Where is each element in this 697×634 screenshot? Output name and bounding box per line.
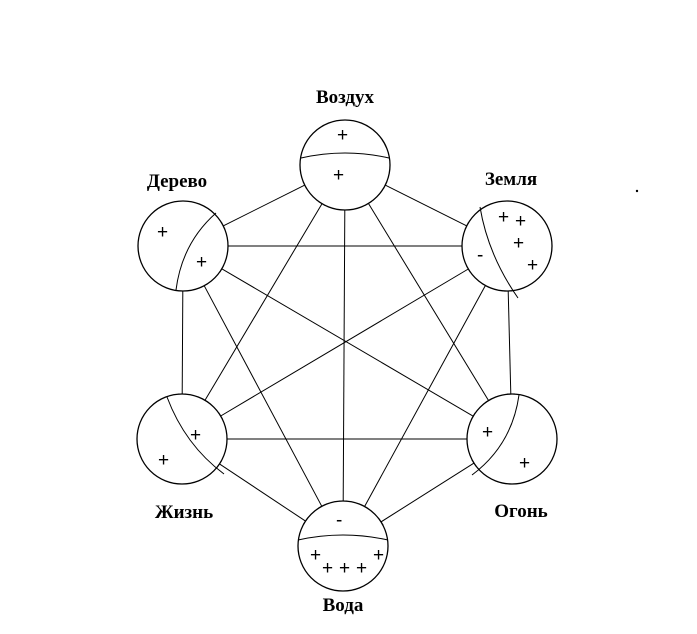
- edge-water-wood: [203, 285, 323, 507]
- earth-mark-5: +: [527, 255, 538, 276]
- node-wood: + + Дерево: [137, 171, 229, 292]
- water-circle: [297, 500, 389, 592]
- water-divider: [297, 534, 389, 541]
- edge-air-water: [342, 209, 346, 502]
- edge-wood-fire: [221, 268, 474, 417]
- edge-fire-water: [380, 462, 475, 523]
- life-circle: [136, 393, 228, 485]
- edge-life-wood: [181, 290, 184, 395]
- water-mark-2: +: [310, 545, 321, 566]
- wood-mark-2: +: [196, 252, 207, 273]
- fire-mark-1: +: [482, 422, 493, 443]
- air-circle: [299, 119, 391, 211]
- node-air: + + Воздух: [299, 87, 391, 211]
- water-mark-1: -: [336, 510, 342, 531]
- life-mark-1: +: [190, 425, 201, 446]
- earth-circle: [461, 200, 553, 292]
- earth-mark-3: +: [515, 211, 526, 232]
- edge-earth-fire: [507, 290, 512, 395]
- water-mark-4: +: [339, 558, 350, 579]
- earth-mark-1: -: [477, 245, 483, 266]
- air-label: Воздух: [316, 87, 375, 108]
- edge-air-earth: [384, 184, 468, 227]
- water-mark-6: +: [373, 545, 384, 566]
- air-mark-1: +: [337, 125, 348, 146]
- fire-divider: [471, 394, 520, 476]
- wood-circle: [137, 200, 229, 292]
- edge-life-air: [204, 203, 323, 401]
- air-divider: [300, 152, 390, 159]
- earth-divider: [479, 206, 519, 299]
- fire-mark-2: +: [519, 453, 530, 474]
- stray-dot: [635, 189, 639, 193]
- node-water: - + + + + + + Вода: [297, 500, 389, 616]
- edge-earth-life: [220, 268, 469, 417]
- wood-mark-1: +: [157, 222, 168, 243]
- earth-label: Земля: [485, 169, 537, 190]
- edge-earth-water: [364, 285, 486, 507]
- node-fire: + + Огонь: [466, 393, 558, 522]
- wood-label: Дерево: [147, 171, 207, 192]
- edge-wood-air: [222, 184, 306, 227]
- edge-air-fire: [367, 203, 490, 401]
- node-life: + + Жизнь: [136, 393, 228, 523]
- node-earth: - + + + + + Земля: [461, 169, 553, 299]
- fire-circle: [466, 393, 558, 485]
- water-mark-3: +: [322, 558, 333, 579]
- air-mark-2: +: [333, 165, 344, 186]
- life-mark-2: +: [158, 450, 169, 471]
- water-label: Вода: [323, 595, 364, 616]
- earth-mark-4: +: [513, 233, 524, 254]
- water-mark-5: +: [356, 558, 367, 579]
- life-divider: [166, 396, 225, 475]
- wood-divider: [175, 212, 217, 291]
- fire-label: Огонь: [494, 501, 547, 522]
- edge-water-life: [219, 463, 306, 522]
- earth-mark-2: +: [498, 207, 509, 228]
- life-label: Жизнь: [155, 502, 213, 523]
